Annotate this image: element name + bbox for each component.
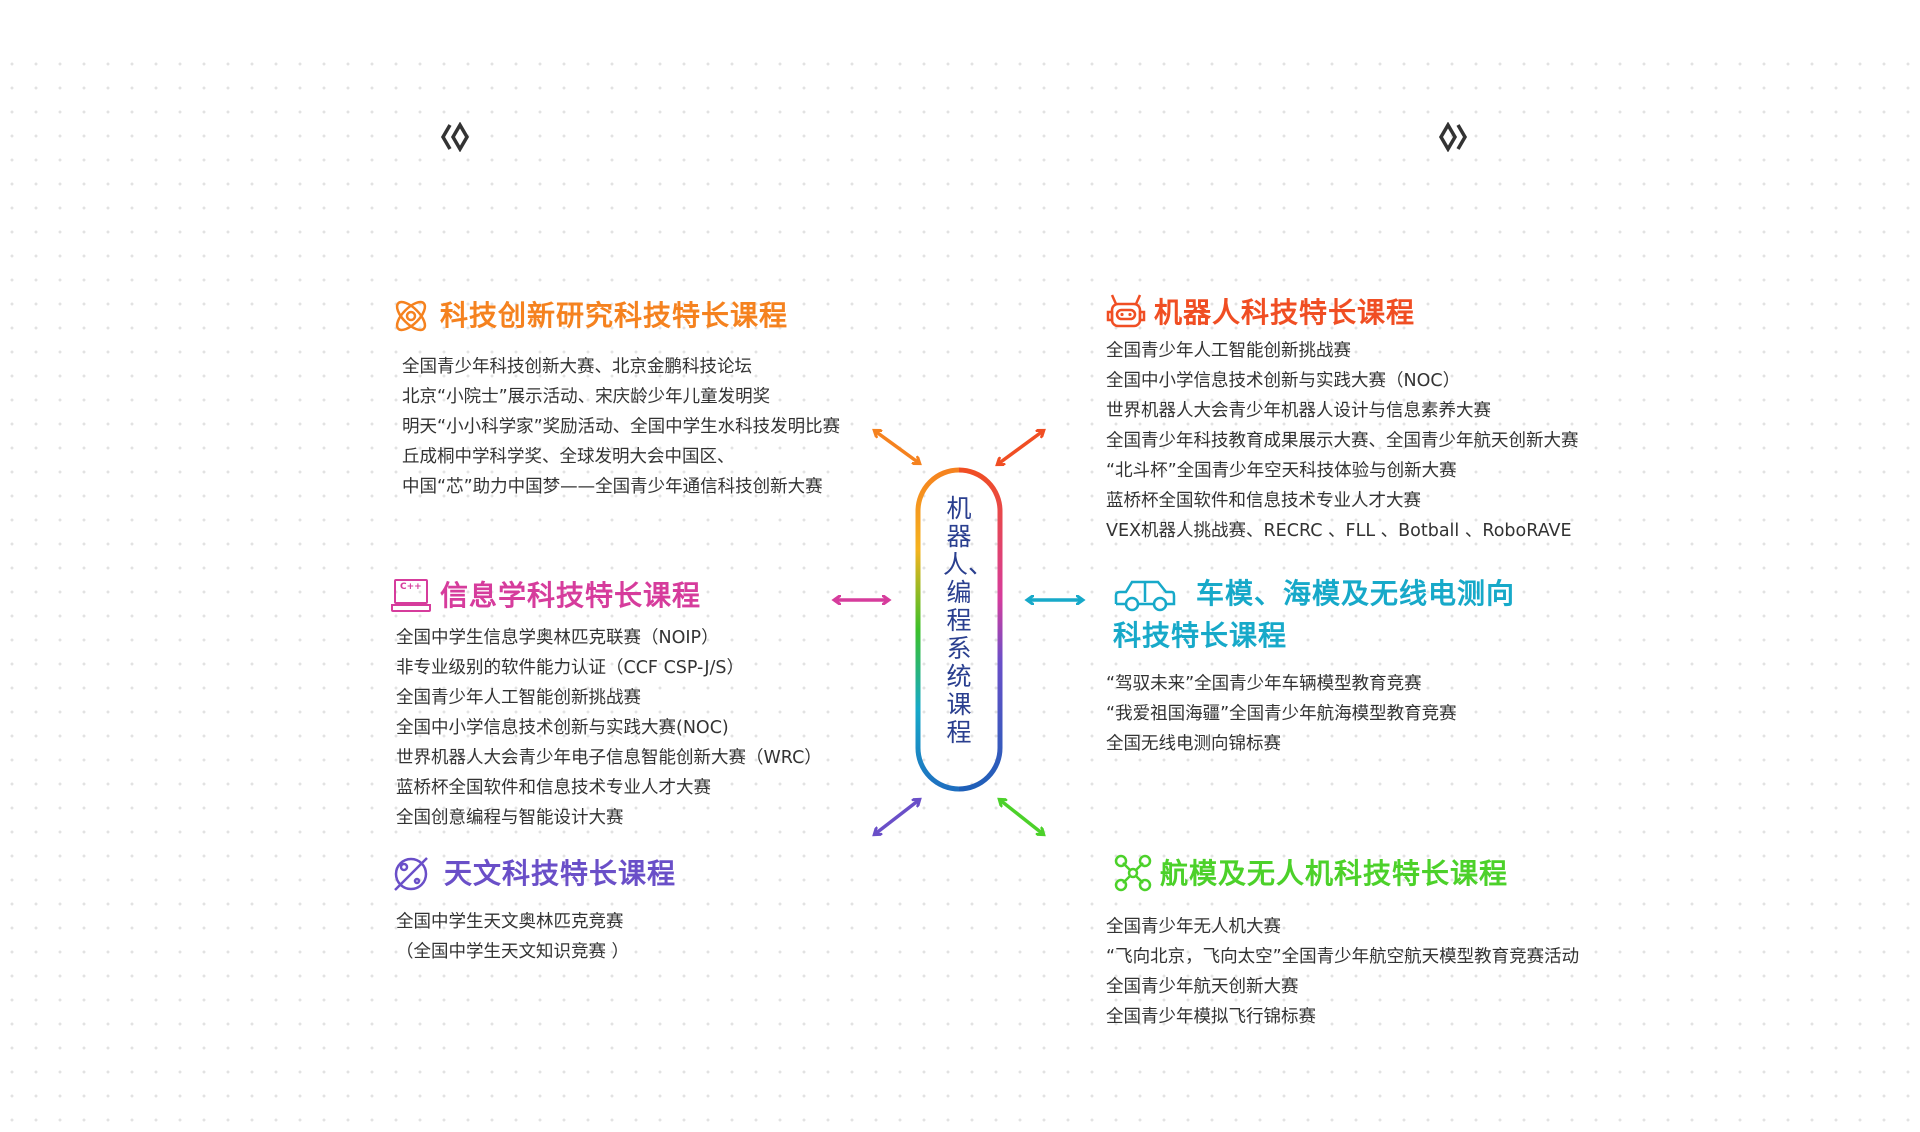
drone-icon — [1114, 854, 1152, 892]
list-item: “我爱祖国海疆”全国青少年航海模型教育竞赛 — [1106, 704, 1457, 724]
list-item: VEX机器人挑战赛、RECRC 、FLL 、Botball 、RoboRAVE — [1106, 521, 1572, 541]
list-item: 全国青少年科技创新大赛、北京金鹏科技论坛 — [402, 357, 752, 377]
list-item: 全国青少年航天创新大赛 — [1106, 977, 1299, 997]
list-item: 蓝桥杯全国软件和信息技术专业人才大赛 — [1106, 491, 1421, 511]
list-item: 非专业级别的软件能力认证（CCF CSP-J/S） — [396, 658, 745, 678]
list-item: 全国中小学信息技术创新与实践大赛(NOC) — [396, 718, 729, 738]
list-item: （全国中学生天文知识竞赛 ） — [396, 942, 630, 962]
list-item: 明天“小小科学家”奖励活动、全国中学生水科技发明比赛 — [402, 417, 841, 437]
list-item: 全国青少年人工智能创新挑战赛 — [1106, 341, 1351, 361]
vehicle-title-line2: 科技特长课程 — [1113, 619, 1288, 652]
list-item: 全国青少年无人机大赛 — [1106, 917, 1281, 937]
informatics-title: 信息学科技特长课程 — [440, 579, 702, 612]
arrow-innovation — [875, 431, 919, 463]
list-item: 全国中学生天文奥林匹克竞赛 — [396, 912, 624, 932]
informatics-list: 全国中学生信息学奥林匹克联赛（NOIP） 非专业级别的软件能力认证（CCF CS… — [396, 623, 822, 833]
robot-list: 全国青少年人工智能创新挑战赛 全国中小学信息技术创新与实践大赛（NOC） 世界机… — [1106, 336, 1579, 546]
planet-icon — [394, 857, 428, 891]
vehicle-title-line1: 车模、海模及无线电测向 — [1196, 577, 1516, 610]
astronomy-title: 天文科技特长课程 — [444, 857, 677, 890]
arrow-astronomy — [875, 800, 919, 834]
list-item: 全国中学生信息学奥林匹克联赛（NOIP） — [396, 628, 719, 648]
list-item: 北京“小院士”展示活动、宋庆龄少年儿童发明奖 — [402, 387, 771, 407]
list-item: “驾驭未来”全国青少年车辆模型教育竞赛 — [1106, 674, 1422, 694]
list-item: “飞向北京，飞向太空”全国青少年航空航天模型教育竞赛活动 — [1106, 947, 1580, 967]
astronomy-list: 全国中学生天文奥林匹克竞赛 （全国中学生天文知识竞赛 ） — [396, 907, 629, 967]
arrow-robot — [998, 431, 1043, 464]
list-item: 全国青少年模拟飞行锦标赛 — [1106, 1007, 1316, 1027]
aero-title: 航模及无人机科技特长课程 — [1160, 857, 1509, 890]
arrow-aero — [1000, 800, 1043, 834]
right-chevron-ornament-icon — [1438, 122, 1468, 152]
list-item: 全国中小学信息技术创新与实践大赛（NOC） — [1106, 371, 1461, 391]
list-item: 蓝桥杯全国软件和信息技术专业人才大赛 — [396, 778, 711, 798]
innovation-list: 全国青少年科技创新大赛、北京金鹏科技论坛 北京“小院士”展示活动、宋庆龄少年儿童… — [402, 352, 840, 502]
center-node-label: 机器人、编程系统课程 — [943, 494, 994, 747]
left-chevron-ornament-icon — [440, 122, 470, 152]
laptop-screen-text: C++ — [394, 579, 428, 604]
list-item: 全国无线电测向锦标赛 — [1106, 734, 1281, 754]
list-item: “北斗杯”全国青少年空天科技体验与创新大赛 — [1106, 461, 1457, 481]
laptop-code-icon: C++ — [391, 579, 431, 613]
robot-icon — [1106, 294, 1146, 328]
robot-title: 机器人科技特长课程 — [1154, 296, 1416, 329]
atom-icon — [395, 300, 427, 332]
innovation-title: 科技创新研究科技特长课程 — [440, 299, 789, 332]
list-item: 世界机器人大会青少年机器人设计与信息素养大赛 — [1106, 401, 1491, 421]
list-item: 全国青少年科技教育成果展示大赛、全国青少年航天创新大赛 — [1106, 431, 1579, 451]
dotted-background — [0, 52, 1920, 1132]
car-icon — [1114, 580, 1176, 612]
center-pill-left-border — [915, 467, 960, 792]
aero-list: 全国青少年无人机大赛 “飞向北京，飞向太空”全国青少年航空航天模型教育竞赛活动 … — [1106, 912, 1579, 1032]
list-item: 全国青少年人工智能创新挑战赛 — [396, 688, 641, 708]
list-item: 中国“芯”助力中国梦——全国青少年通信科技创新大赛 — [402, 477, 823, 497]
list-item: 世界机器人大会青少年电子信息智能创新大赛（WRC） — [396, 748, 822, 768]
list-item: 丘成桐中学科学奖、全球发明大会中国区、 — [402, 447, 735, 467]
center-pill-right-border — [958, 467, 1003, 792]
list-item: 全国创意编程与智能设计大赛 — [396, 808, 624, 828]
vehicle-list: “驾驭未来”全国青少年车辆模型教育竞赛 “我爱祖国海疆”全国青少年航海模型教育竞… — [1106, 669, 1457, 759]
